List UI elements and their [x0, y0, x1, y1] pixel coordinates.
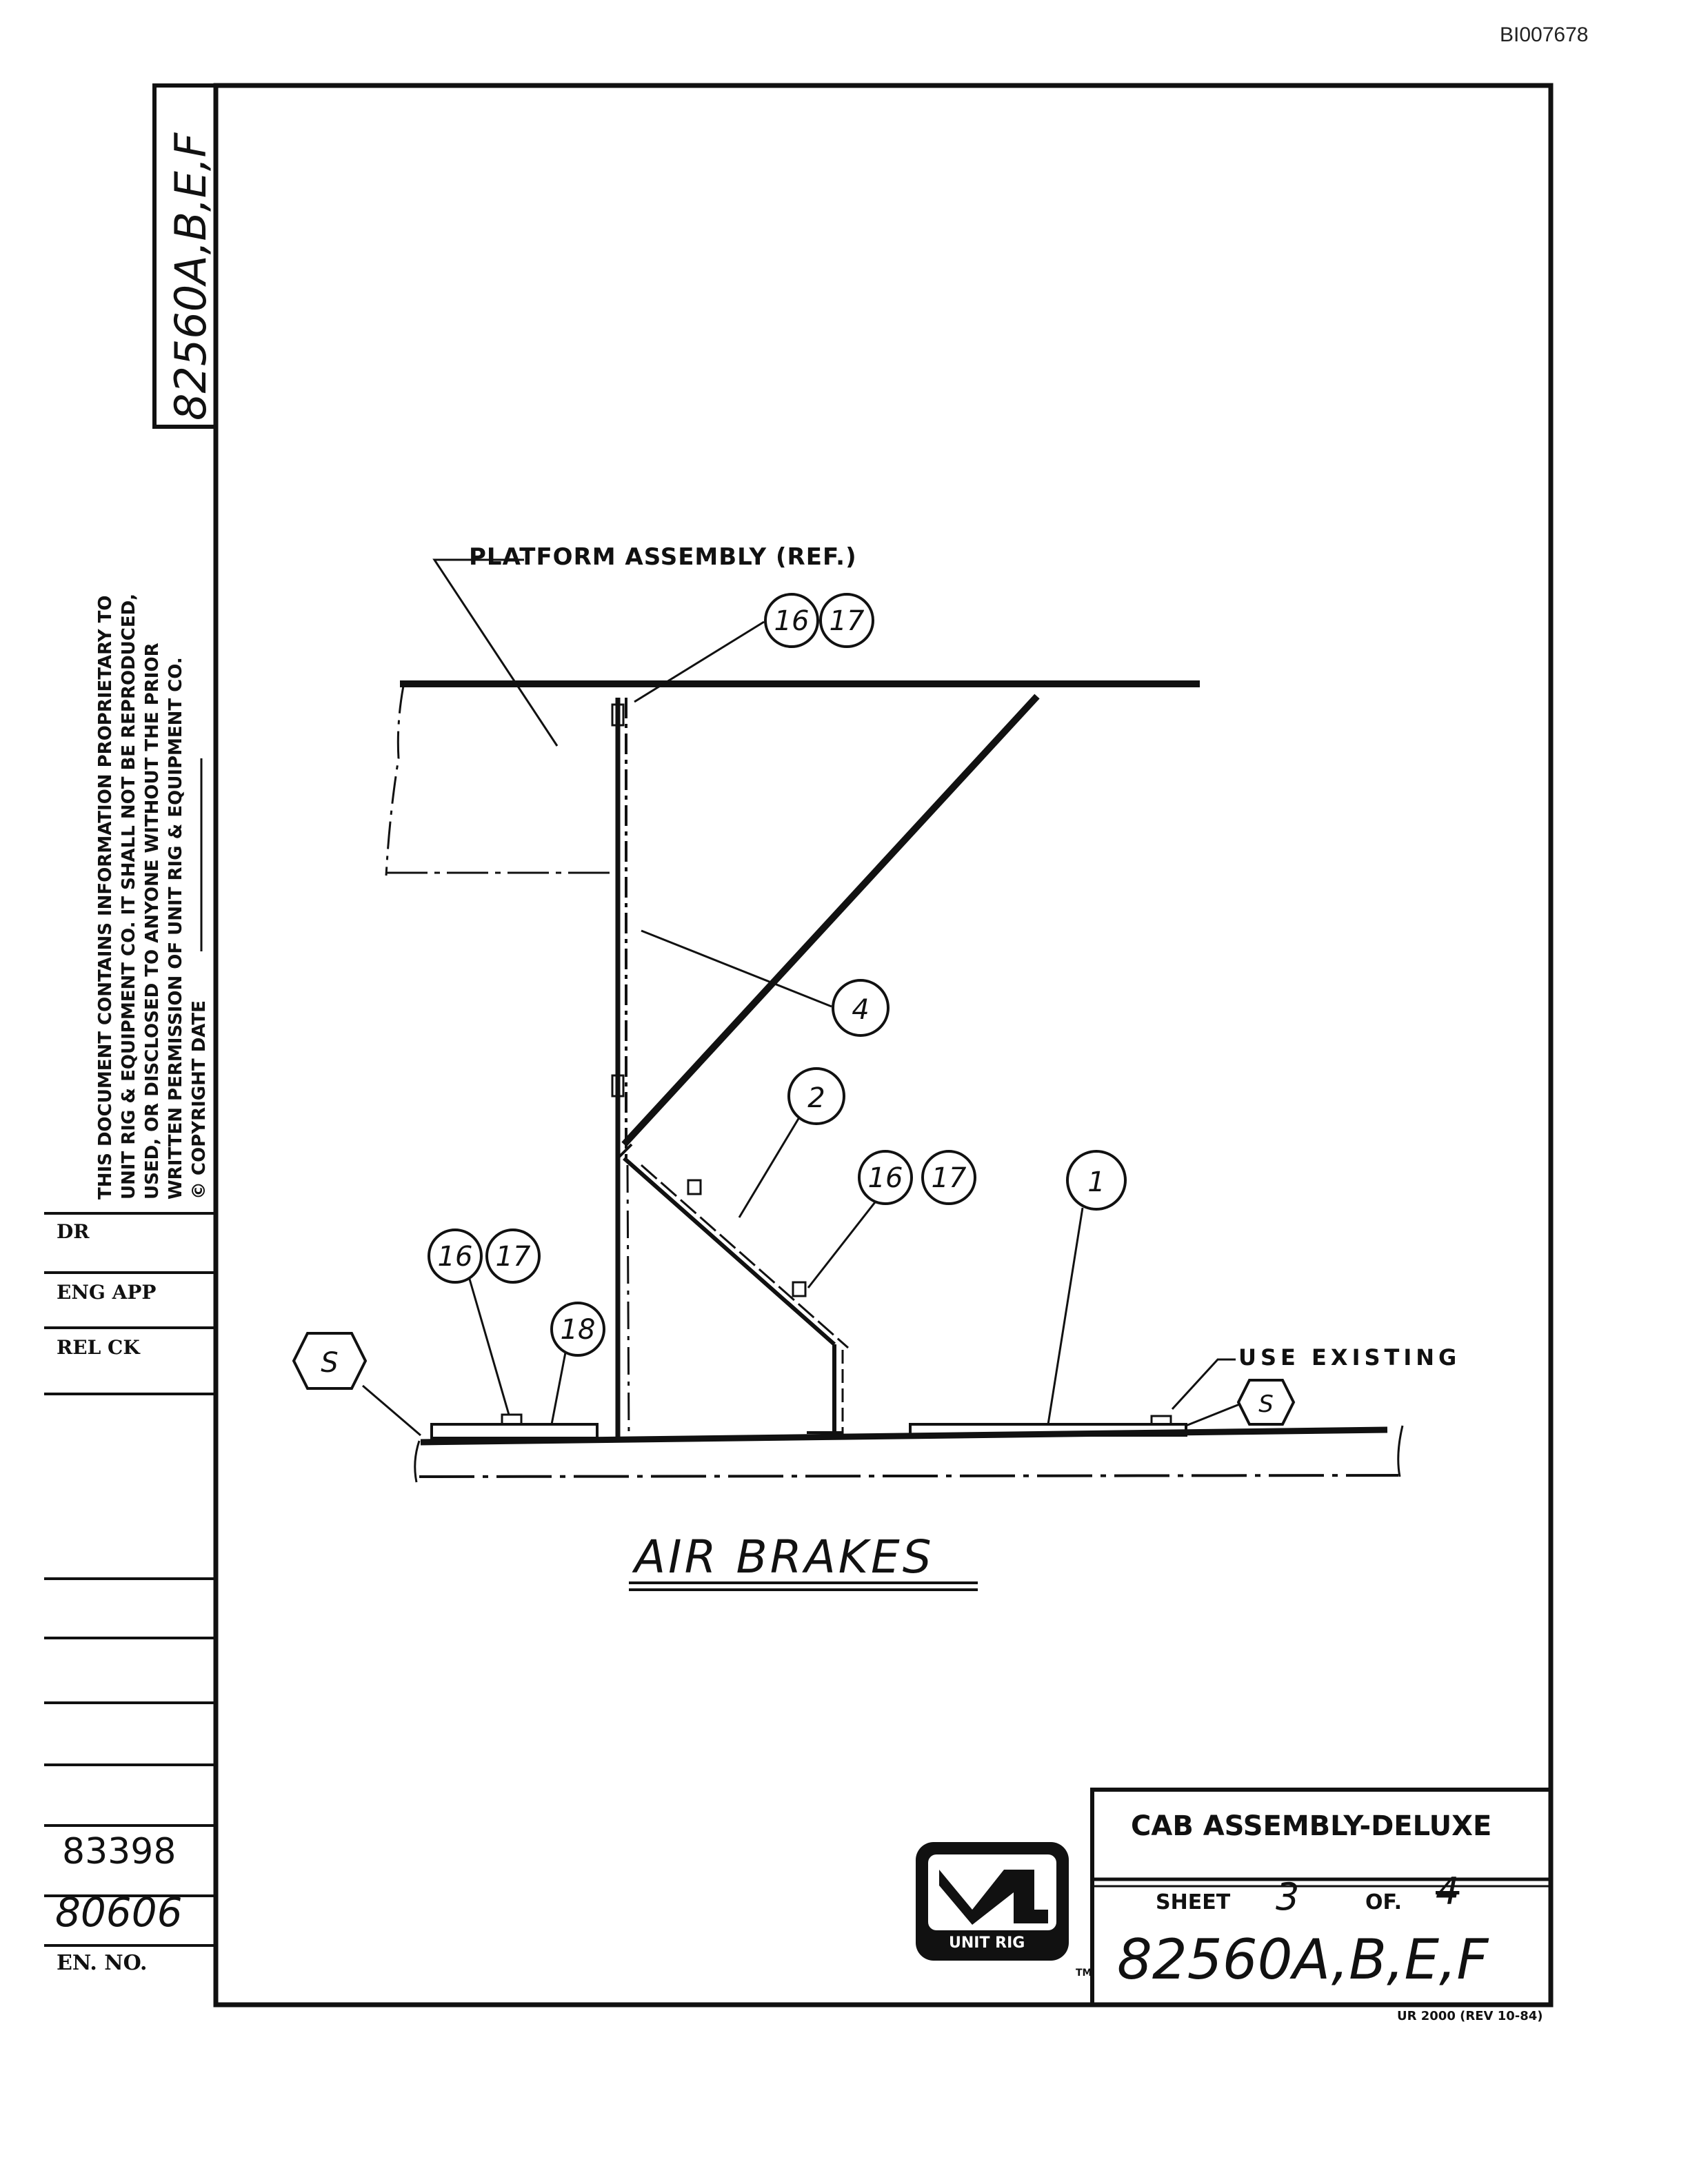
- balloons: [292, 593, 1296, 1426]
- balloon-16-top-label: 16: [774, 605, 810, 637]
- logo-trademark: TM: [1076, 1968, 1092, 1979]
- view-title: AIR BRAKES: [634, 1530, 934, 1584]
- en-number-1: 83398: [62, 1831, 177, 1872]
- balloon-1: [1066, 1150, 1127, 1211]
- balloon-1-label: 1: [1087, 1166, 1105, 1198]
- balloon-2-label: 2: [807, 1082, 825, 1114]
- en-number-2: 80606: [55, 1889, 183, 1936]
- balloon-18-label: 18: [561, 1314, 596, 1346]
- balloon-16-mid-label: 16: [868, 1162, 903, 1194]
- use-existing-callout: USE EXISTING: [1238, 1344, 1461, 1371]
- balloon-4-label: 4: [852, 994, 869, 1026]
- sheet-total: 4: [1436, 1870, 1460, 1913]
- balloon-17-left: [485, 1228, 541, 1284]
- sheet-number: 3: [1276, 1875, 1300, 1919]
- unit-rig-logo: [916, 1842, 1069, 1961]
- balloon-16-top: [764, 593, 819, 648]
- notice-line-5: © COPYRIGHT DATE: [189, 1000, 210, 1200]
- eng-app-label: ENG APP: [57, 1281, 157, 1304]
- balloon-17-top-label: 17: [830, 605, 865, 637]
- sidebar-number-box: [152, 83, 218, 429]
- balloon-s-left-label: S: [321, 1347, 338, 1379]
- notice-line-1: THIS DOCUMENT CONTAINS INFORMATION PROPR…: [95, 595, 116, 1200]
- form-number: UR 2000 (REV 10-84): [1397, 2009, 1543, 2023]
- dr-label: DR: [57, 1220, 90, 1243]
- en-no-label: EN. NO.: [57, 1951, 148, 1975]
- balloon-s-right: [1236, 1379, 1296, 1426]
- balloon-labels: 16 17 4 2 16 17 1 16 17 18 S S: [321, 605, 1273, 1418]
- balloon-17-top: [819, 593, 874, 648]
- balloon-4: [832, 979, 890, 1037]
- balloon-17-mid-label: 17: [932, 1162, 967, 1194]
- sidebar-rules: [44, 1212, 216, 1947]
- platform-assembly-callout: PLATFORM ASSEMBLY (REF.): [469, 543, 857, 571]
- air-brake-assembly: [362, 558, 1404, 1591]
- notice-line-3: USED, OR DISCLOSED TO ANYONE WITHOUT THE…: [142, 643, 163, 1200]
- balloon-16-left: [428, 1228, 483, 1284]
- balloon-16-left-label: 16: [438, 1241, 473, 1273]
- of-label: OF.: [1365, 1890, 1402, 1914]
- notice-line-4: WRITTEN PERMISSION OF UNIT RIG & EQUIPME…: [165, 657, 186, 1200]
- balloon-2: [787, 1067, 845, 1125]
- notice-line-2: UNIT RIG & EQUIPMENT CO. IT SHALL NOT BE…: [119, 593, 139, 1200]
- title-block-title: CAB ASSEMBLY-DELUXE: [1131, 1810, 1492, 1842]
- drawing-border: [213, 83, 1554, 2008]
- balloon-s-right-label: S: [1258, 1391, 1274, 1418]
- balloon-16-mid: [858, 1150, 913, 1205]
- document-id: BI007678: [1500, 23, 1589, 46]
- sidebar-drawing-number: 82560A,B,E,F: [165, 132, 216, 421]
- sheet-label: SHEET: [1156, 1890, 1231, 1914]
- title-block-drawing-number: 82560A,B,E,F: [1117, 1928, 1489, 1992]
- balloon-17-left-label: 17: [496, 1241, 531, 1273]
- title-block-frame: [1090, 1788, 1553, 2007]
- rel-ck-label: REL CK: [57, 1336, 140, 1359]
- balloon-18: [550, 1302, 605, 1357]
- balloon-s-left: [292, 1332, 368, 1390]
- logo-text: UNIT RIG: [949, 1934, 1025, 1952]
- balloon-17-mid: [921, 1150, 976, 1205]
